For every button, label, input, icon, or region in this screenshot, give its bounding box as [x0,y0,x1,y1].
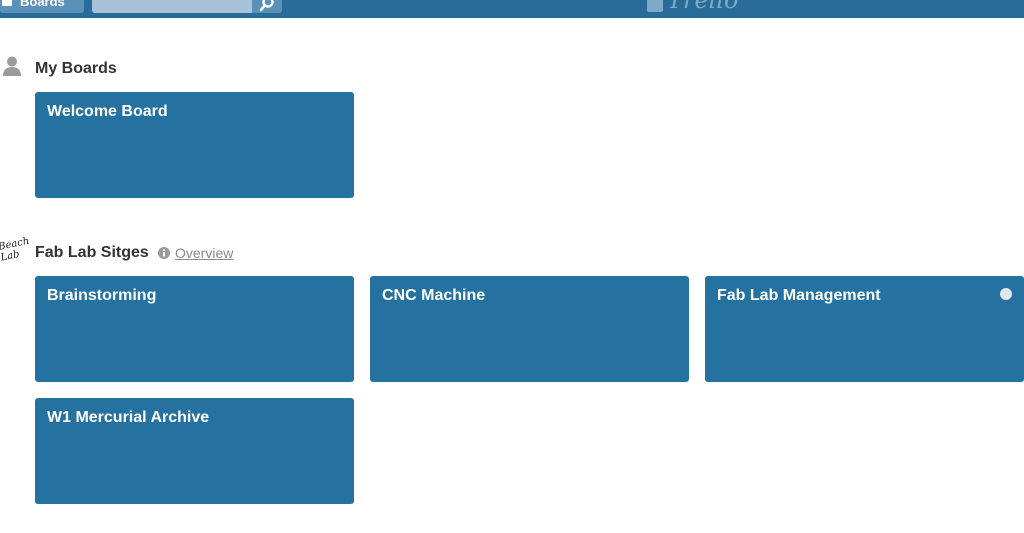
person-icon [3,56,21,76]
board-tile[interactable]: Brainstorming [35,276,354,382]
logo-icon [647,0,663,12]
search-icon [259,0,274,12]
board-title: Brainstorming [47,287,157,304]
board-icon [2,0,12,6]
board-tile[interactable]: CNC Machine [370,276,689,382]
overview-link[interactable]: Overview [175,245,234,261]
board-title: W1 Mercurial Archive [47,409,210,426]
board-tile[interactable]: Fab Lab Management [705,276,1024,382]
team-title: Fab Lab Sitges [35,244,149,261]
search-input[interactable] [92,0,252,13]
search-button[interactable] [252,0,282,13]
board-title: Fab Lab Management [717,287,881,304]
board-tile[interactable]: W1 Mercurial Archive [35,398,354,504]
header-bar: Boards Trello [0,0,1024,18]
board-star-toggle[interactable] [1000,288,1012,300]
board-title: Welcome Board [47,103,168,120]
board-tile[interactable]: Welcome Board [35,92,354,198]
logo-text: Trello [667,0,739,14]
my-boards-title: My Boards [35,60,117,77]
info-icon [158,247,170,259]
team-logo: Beach Lab [0,235,31,264]
boards-button-label: Boards [20,0,65,9]
board-title: CNC Machine [382,287,486,304]
boards-button[interactable]: Boards [0,0,84,13]
